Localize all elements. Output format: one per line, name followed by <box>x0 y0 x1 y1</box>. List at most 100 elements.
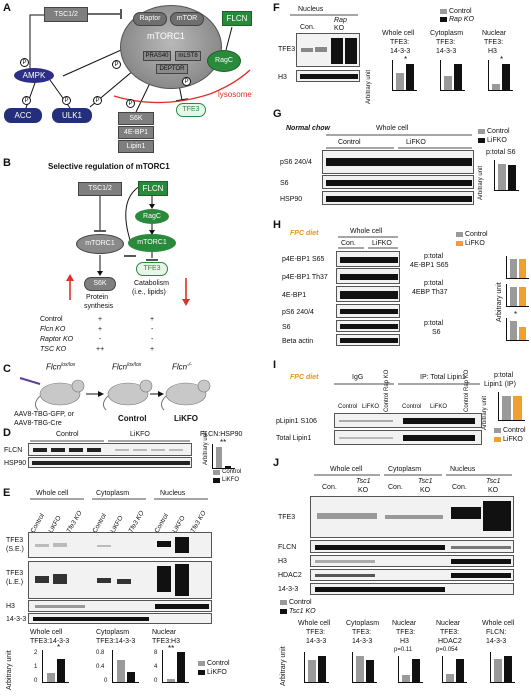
f-g2-c: 14-3-3 <box>436 48 457 55</box>
h-r1-a: p:total <box>424 253 444 260</box>
f-chart-3-bar-control <box>492 84 500 90</box>
h-chart-2-bar-control <box>510 286 517 306</box>
e-g1-tick: 2 <box>34 650 38 656</box>
phospho-p-3: P <box>62 96 71 105</box>
j-row-label: FLCN <box>278 544 297 551</box>
d-bar-likfo <box>225 465 231 468</box>
e-g2-tick: 0 <box>104 678 108 684</box>
j-tfe3-blot <box>310 496 514 538</box>
h-blot-3 <box>336 286 400 302</box>
lysosome-label: lysosome <box>218 90 252 99</box>
j-1433-blot <box>310 583 514 595</box>
panel-letter-h: H <box>273 219 281 231</box>
e-h3-label: H3 <box>6 603 15 610</box>
i-lane-label: LiFKO <box>362 404 380 410</box>
b-row-b: - <box>151 336 154 343</box>
j-g-a: Cytoplasm <box>346 620 380 627</box>
f-con-label: Con. <box>300 24 315 31</box>
mtorc1-left-b: mTORC1 <box>76 234 124 254</box>
g-chart-bar-ko <box>508 165 516 190</box>
i-legend-control: Control <box>503 427 526 434</box>
j-g-a: Nuclear <box>436 620 461 627</box>
e-legend-control: Control <box>207 660 230 667</box>
i-legend-likfo-swatch <box>494 437 501 442</box>
ampk-oval: AMPK <box>14 68 54 83</box>
j-whole-header: Whole cell <box>330 466 363 473</box>
g-chart-bar-control <box>498 163 506 190</box>
e-sig-1: * <box>57 643 61 652</box>
i-legend-control-swatch <box>494 428 501 433</box>
e-chart-1 <box>42 650 69 683</box>
j-g-b: TFE3: <box>306 629 326 636</box>
g-legend-likfo-swatch <box>478 138 485 143</box>
mtorc1-right-b: mTORC1 <box>128 234 176 252</box>
j-chart-4 <box>442 656 467 683</box>
j-tsc1-label: Tsc1 <box>486 478 501 485</box>
e-g1-sub: TFE3:14-3-3 <box>30 638 70 645</box>
panel-letter-g: G <box>273 108 282 120</box>
g-ps6-blot <box>322 150 474 174</box>
e-g2-tick: 0.8 <box>96 650 105 656</box>
f-g1-c: 14-3-3 <box>390 48 411 55</box>
catabolism-label-2: (i.e., lipids) <box>132 289 166 296</box>
j-chart-4-bar-ko <box>456 659 464 682</box>
g-s6-blot <box>322 175 474 189</box>
protein-label-2: synthesis <box>84 303 114 310</box>
h-blot-2 <box>336 268 400 284</box>
i-ratio-2: Lipin1 (IP) <box>484 381 516 388</box>
i-lipin-blot <box>334 430 482 445</box>
j-chart-5-bar-control <box>494 658 502 682</box>
j-con-label: Con. <box>322 484 337 491</box>
j-g-a: Whole cell <box>298 620 331 627</box>
h-likfo-header: LiFKO <box>372 240 392 247</box>
g-legend-likfo: LiFKO <box>487 137 507 144</box>
h-sig: * <box>514 310 518 319</box>
j-chart-1-bar-ko <box>318 655 326 682</box>
g-s6-label: S6 <box>280 180 289 187</box>
h-chart-3-bar-control <box>510 320 517 340</box>
f-g3-a: Nuclear <box>482 30 507 37</box>
j-legend-tsc-swatch <box>280 609 287 614</box>
g-legend-control-swatch <box>478 129 485 134</box>
b-row-b: - <box>151 326 154 333</box>
aav-label-2: AAV8-TBG-Cre <box>14 420 62 427</box>
tfe3-box-b: TFE3 <box>136 262 168 276</box>
f-g1-a: Whole cell <box>382 30 415 37</box>
i-legend-likfo: LiFKO <box>503 436 523 443</box>
j-g-b: FLCN: <box>486 629 507 636</box>
j-chart-4-bar-control <box>446 673 454 682</box>
deptor-box: DEPTOR <box>156 64 188 74</box>
e-chart-2 <box>112 650 139 683</box>
h-chart-2 <box>506 284 529 307</box>
f-rap-label: Rap <box>334 17 347 24</box>
f-sig-3: * <box>500 55 504 64</box>
d-flcn-blot <box>28 443 192 456</box>
tfe3-box-a: TFE3 <box>176 103 206 117</box>
f-legend-control: Control <box>449 8 472 15</box>
j-ko-label: KO <box>488 487 499 494</box>
d-sig: ** <box>220 438 227 447</box>
e-g1-tick: 0 <box>34 678 38 684</box>
d-legend-likfo-swatch <box>213 478 220 483</box>
h-chart-1-bar-control <box>510 258 517 278</box>
h-row-label: S6 <box>282 324 291 331</box>
g-chart <box>494 160 519 191</box>
e-tfe3-le-2: (L.E.) <box>6 579 24 586</box>
d-legend-control-swatch <box>213 470 220 475</box>
j-hdac2-blot <box>310 569 514 581</box>
j-row-label: 14-3-3 <box>278 586 299 593</box>
g-ratio-title: p:total S6 <box>486 149 516 156</box>
g-control-header: Control <box>338 139 361 146</box>
j-g-a: Nuclear <box>392 620 417 627</box>
mlst8-box: mLST8 <box>175 51 201 61</box>
g-diet: Normal chow <box>286 125 330 132</box>
i-chart-bar-control <box>502 395 511 420</box>
h-chart-1 <box>506 256 529 279</box>
e-chart-3-bar-control <box>167 679 175 682</box>
f-g2-a: Cytoplasm <box>430 30 464 37</box>
i-chart-bar-ko <box>513 395 522 420</box>
j-flcn-blot <box>310 540 514 553</box>
i-igg-header: IgG <box>352 374 364 381</box>
